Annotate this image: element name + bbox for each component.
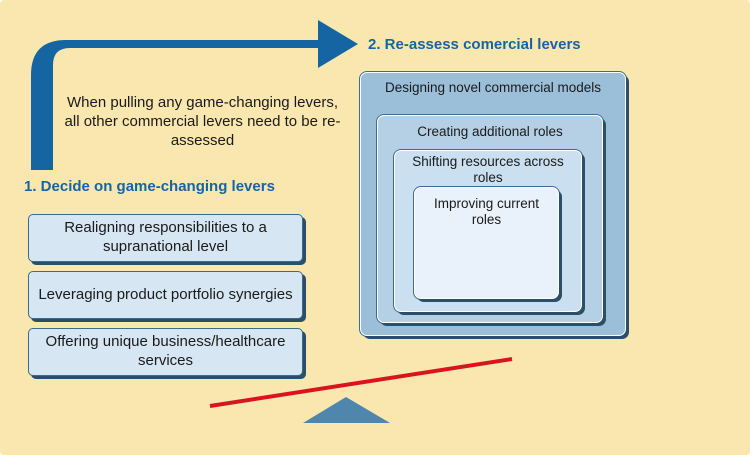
seesaw-beam xyxy=(209,357,513,408)
nested-lever-label-2: Creating additional roles xyxy=(417,124,563,139)
step2-heading: 2. Re-assess comercial levers xyxy=(368,36,581,53)
lever-realigning-responsibilities: Realigning responsibilities to a suprana… xyxy=(28,214,303,262)
nested-lever-label-1: Designing novel commercial models xyxy=(384,80,602,95)
lever-unique-services: Offering unique business/healthcare serv… xyxy=(28,328,303,376)
nested-lever-label-4: Improving current roles xyxy=(433,196,540,228)
seesaw-fulcrum xyxy=(303,397,390,423)
flow-arrow-icon xyxy=(31,20,358,170)
nested-lever-label-3: Shifting resources across roles xyxy=(412,154,564,186)
reassess-note: When pulling any game-changing levers, a… xyxy=(64,94,341,149)
nested-lever-inner: Improving current roles xyxy=(414,187,559,299)
lever-portfolio-synergies: Leveraging product portfolio synergies xyxy=(28,271,303,319)
step1-heading: 1. Decide on game-changing levers xyxy=(24,178,275,195)
